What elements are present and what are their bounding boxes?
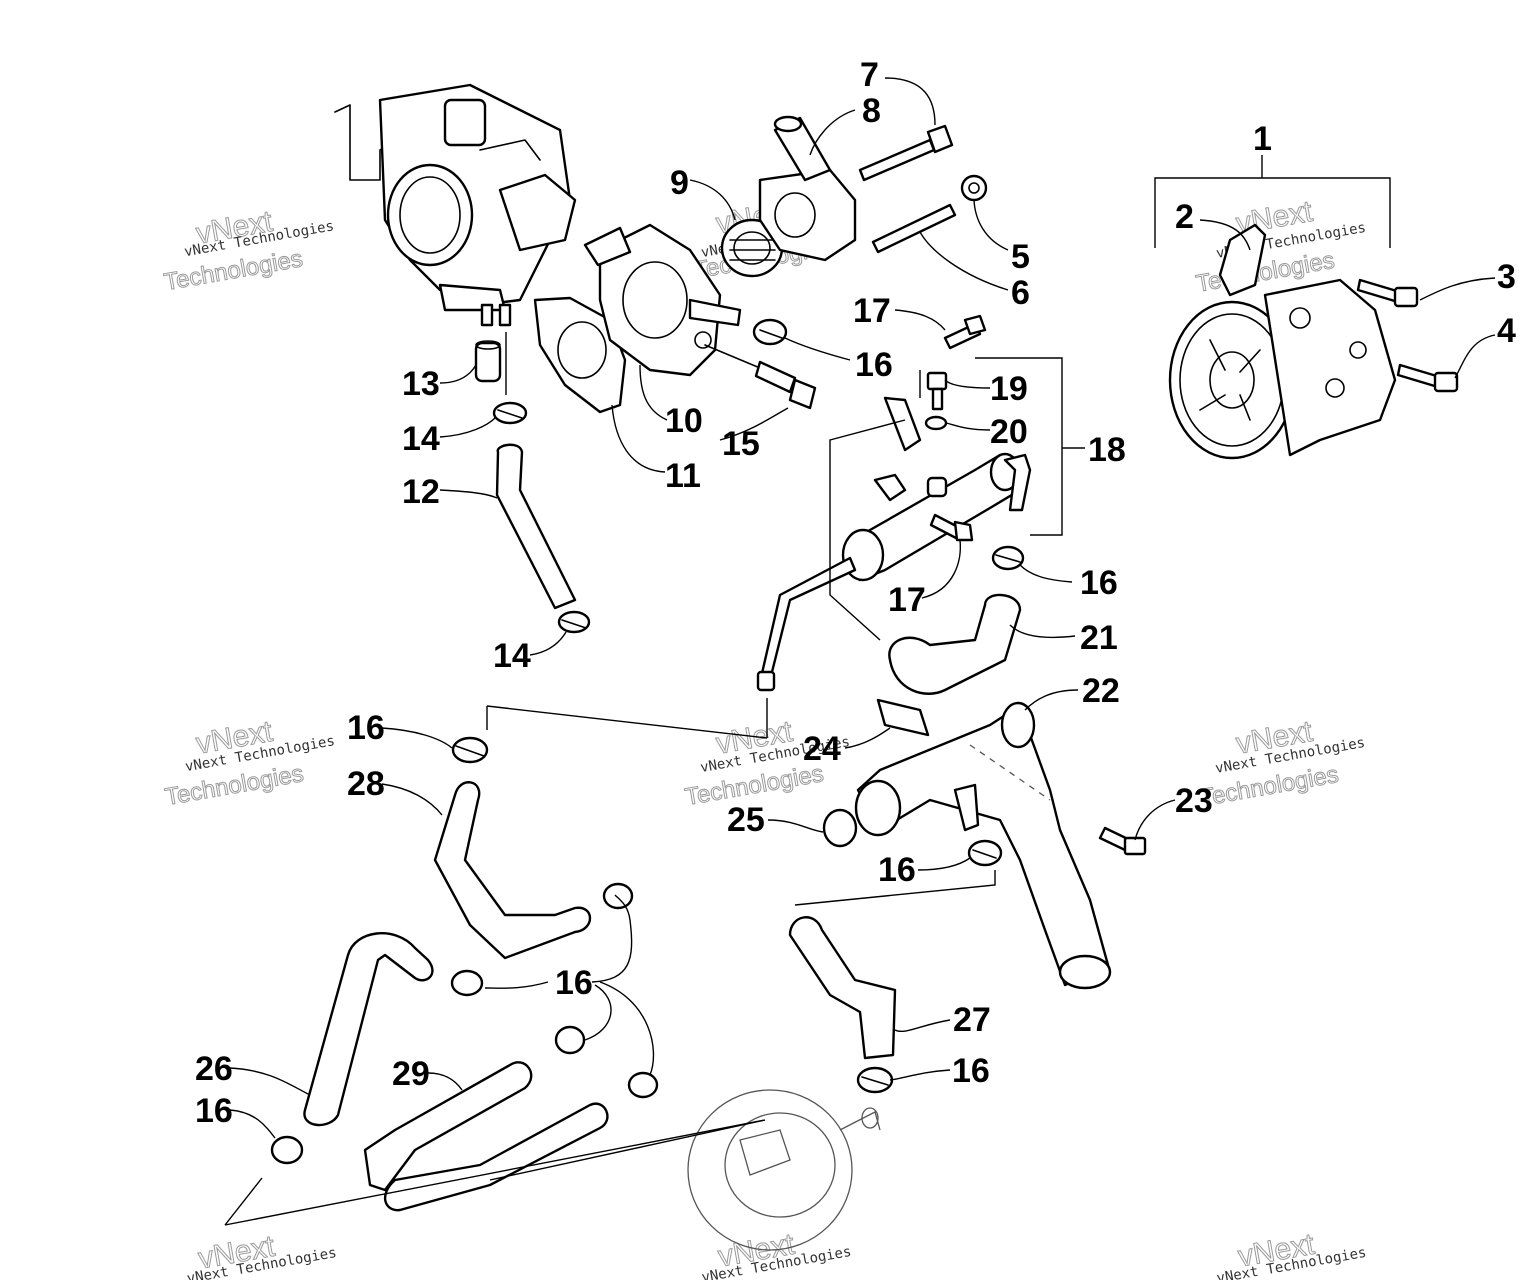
throttle-body (334, 83, 577, 327)
water-pump-ghost (687, 1089, 881, 1251)
part-10-thermostat-housing (583, 223, 742, 377)
watermark-top-left: vNext vNext Technologies Technologies (162, 204, 336, 296)
callout-7: 7 (860, 56, 879, 94)
part-26-hose (303, 932, 434, 1127)
callout-16f: 16 (952, 1052, 990, 1090)
callout-16g: 16 (195, 1092, 233, 1130)
callout-25: 25 (727, 801, 765, 839)
part-16-clamp-d (856, 1066, 894, 1094)
watermark-bottom-right: vNext vNext Technologies (1215, 1227, 1367, 1280)
callout-21: 21 (1080, 619, 1118, 657)
callout-16b: 16 (1080, 564, 1118, 602)
watermark-bottom-left: vNext vNext Technologies (186, 1229, 338, 1280)
watermark-top-right: vNext vNext Technologies Technologies (1193, 194, 1367, 298)
callout-17a: 17 (853, 292, 891, 330)
callout-9: 9 (670, 164, 689, 202)
callout-13: 13 (402, 365, 440, 403)
callout-4: 4 (1497, 312, 1516, 350)
callout-14a: 14 (402, 420, 440, 458)
callout-20: 20 (990, 413, 1028, 451)
part-16-clamp-f (450, 882, 659, 1099)
part-2-gasket (1218, 223, 1267, 297)
part-11-gasket (533, 296, 627, 414)
callout-18: 18 (1088, 431, 1126, 469)
part-16-clamp-g (270, 1135, 304, 1165)
part-16-clamp-a (752, 318, 788, 346)
part-3-bolt (1356, 278, 1419, 308)
callout-17b: 17 (888, 581, 926, 619)
part-27-hose (788, 916, 897, 1060)
callout-2: 2 (1175, 198, 1194, 236)
callout-14b: 14 (493, 637, 531, 675)
part-24-sleeve (876, 698, 930, 737)
part-8-outlet (758, 115, 857, 262)
callout-10: 10 (665, 402, 703, 440)
callout-labels: 1 2 3 4 5 6 7 8 9 10 11 12 13 14 14 15 1… (195, 56, 1516, 1130)
callout-22: 22 (1082, 672, 1120, 710)
part-16-clamp-e (451, 736, 489, 764)
callout-5: 5 (1011, 238, 1030, 276)
part-7-bolt (858, 124, 954, 182)
part-18-boss (926, 476, 948, 498)
callout-6: 6 (1011, 274, 1030, 312)
callout-8: 8 (862, 92, 881, 130)
part-13-sleeve (474, 340, 502, 383)
part-12-hose (495, 443, 577, 610)
callout-24: 24 (803, 730, 841, 768)
part-25-o-ring (822, 808, 858, 848)
part-1-pump-assembly (1168, 278, 1397, 460)
part-14-clamp-lower (557, 610, 591, 634)
callout-16c: 16 (347, 709, 385, 747)
callout-23: 23 (1175, 782, 1213, 820)
callout-29: 29 (392, 1055, 430, 1093)
callout-16d: 16 (878, 851, 916, 889)
callout-27: 27 (953, 1001, 991, 1039)
part-17-bolt-lower (929, 513, 974, 542)
part-4-bolt (1396, 363, 1459, 393)
callout-3: 3 (1497, 258, 1516, 296)
callout-12: 12 (402, 473, 440, 511)
callout-28: 28 (347, 765, 385, 803)
callout-19: 19 (990, 370, 1028, 408)
part-15-sensor (704, 344, 817, 410)
part-21-hose (888, 593, 1022, 695)
watermark-mid-left: vNext vNext Technologies Technologies (162, 714, 336, 811)
part-5-nut (960, 174, 988, 202)
part-17-bolt-upper (943, 314, 987, 350)
leader-lines (224, 77, 1496, 1226)
watermark-bottom-center: vNext vNext Technologies (700, 1227, 852, 1280)
callout-11: 11 (665, 457, 701, 495)
part-16-clamp-b (991, 545, 1025, 571)
watermark-big-2: Technologies (162, 245, 305, 296)
callout-16a: 16 (855, 346, 893, 384)
part-20-washer (924, 415, 948, 431)
part-6-stud (871, 203, 957, 254)
callout-15: 15 (722, 425, 760, 463)
watermark-big-8: Technologies (163, 760, 306, 811)
part-19-bolt (926, 371, 948, 411)
callout-1: 1 (1253, 120, 1272, 158)
callout-16e: 16 (555, 964, 593, 1002)
part-18-tube-assembly (756, 396, 1032, 692)
part-28-hose (433, 781, 592, 960)
part-16-clamp-c (967, 839, 1003, 867)
part-14-clamp-upper (492, 401, 528, 425)
part-22-pipe (854, 701, 1112, 990)
callout-26: 26 (195, 1050, 233, 1088)
watermark-mid-right: vNext vNext Technologies Technologies (1198, 714, 1367, 812)
